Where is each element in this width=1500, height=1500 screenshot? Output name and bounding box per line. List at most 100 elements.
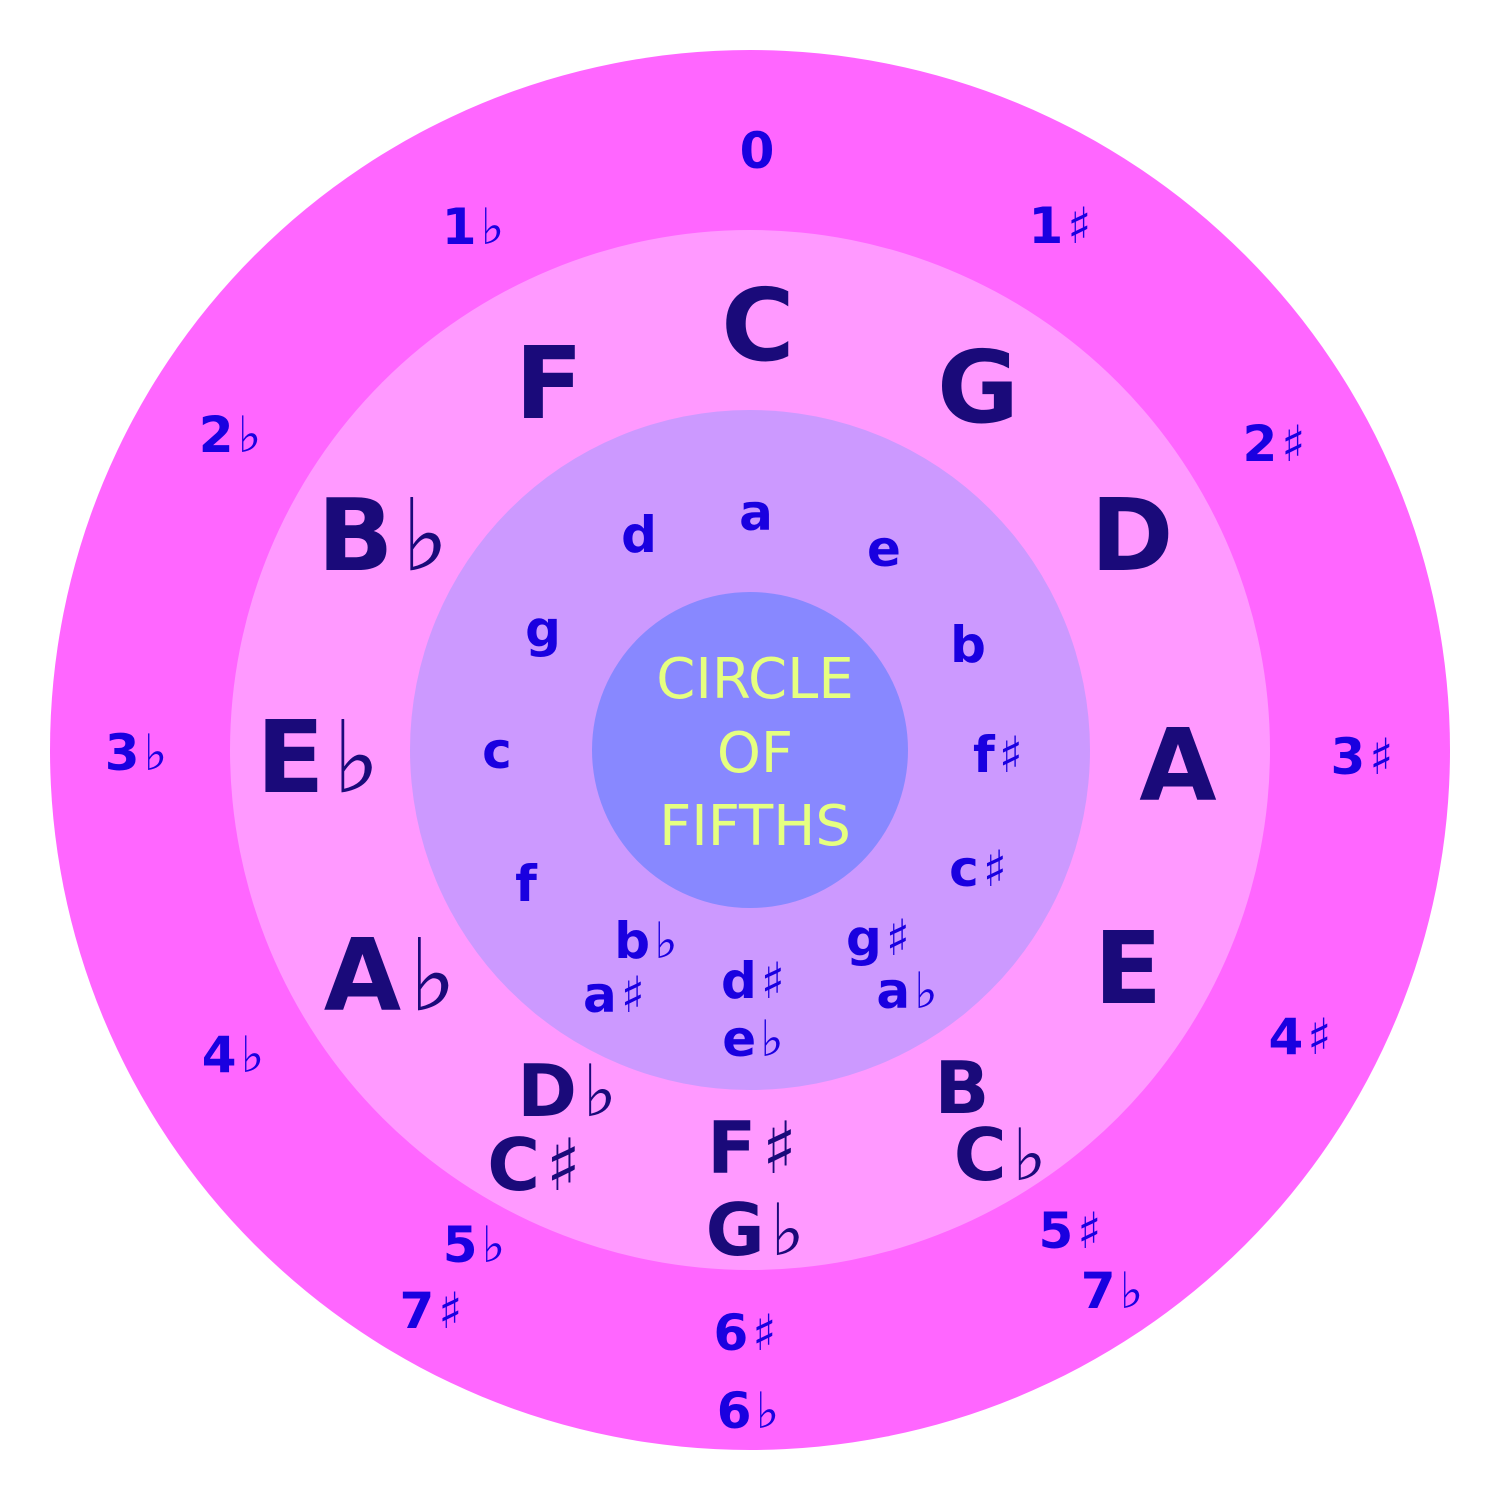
key-signature-count-0: 0	[740, 122, 775, 180]
minor-key-letter: e	[722, 1010, 756, 1068]
minor-key-letter: a	[739, 484, 773, 542]
key-signature-count-letter: 7	[1081, 1262, 1116, 1320]
minor-key-letter: a	[876, 962, 910, 1020]
key-labels: 01♯2♯3♯4♯5♯7♭6♯6♭5♭7♯4♭3♭2♭1♭CGDAEBC♭F♯G…	[105, 122, 1394, 1440]
minor-key-fs: f♯	[973, 726, 1023, 784]
major-key-Fs: F♯	[707, 1106, 797, 1190]
key-signature-count-accidental: ♭	[241, 1026, 265, 1084]
key-signature-count-3s: 3♯	[1331, 728, 1394, 786]
major-key-letter: F	[515, 325, 583, 442]
key-signature-count-letter: 3	[105, 724, 140, 782]
minor-key-accidental: ♯	[621, 966, 645, 1024]
key-signature-count-1b: 1♭	[442, 198, 504, 256]
minor-key-cs: c♯	[949, 840, 1007, 898]
key-signature-count-accidental: ♭	[238, 406, 262, 464]
major-key-letter: B	[317, 477, 393, 594]
minor-key-letter: d	[721, 952, 757, 1010]
minor-key-ds: d♯	[721, 952, 785, 1010]
key-signature-count-7s: 7♯	[400, 1282, 463, 1340]
major-key-D: D	[1090, 477, 1173, 594]
major-key-letter: A	[324, 917, 401, 1034]
key-signature-count-accidental: ♯	[752, 1304, 776, 1362]
key-signature-count-letter: 6	[717, 1382, 752, 1440]
major-key-accidental: ♭	[333, 699, 380, 816]
minor-key-e: e	[867, 520, 901, 578]
major-key-letter: E	[256, 699, 324, 816]
major-key-accidental: ♭	[770, 1188, 804, 1272]
key-signature-count-4b: 4♭	[202, 1026, 264, 1084]
major-key-letter: C	[954, 1113, 1007, 1197]
minor-key-letter: f	[973, 726, 996, 784]
major-key-E: E	[1094, 910, 1162, 1027]
major-key-letter: G	[706, 1188, 765, 1272]
major-key-Cb: C♭	[954, 1113, 1047, 1197]
minor-key-accidental: ♯	[999, 726, 1023, 784]
major-key-Gb: G♭	[706, 1188, 805, 1272]
major-key-letter: D	[1090, 477, 1173, 594]
center-title-line-1: CIRCLE	[656, 647, 853, 712]
key-signature-count-accidental: ♯	[438, 1282, 462, 1340]
key-signature-count-accidental: ♯	[1077, 1202, 1101, 1260]
minor-key-letter: f	[515, 855, 538, 913]
key-signature-count-1s: 1♯	[1029, 197, 1092, 255]
center-title-line-3: FIFTHS	[659, 794, 851, 859]
major-key-letter: G	[937, 329, 1019, 446]
minor-key-letter: c	[482, 722, 512, 780]
key-signature-count-4s: 4♯	[1269, 1008, 1332, 1066]
major-key-accidental: ♭	[1012, 1113, 1046, 1197]
key-signature-count-letter: 1	[442, 198, 477, 256]
major-key-Eb: E♭	[256, 699, 379, 816]
key-signature-count-accidental: ♭	[144, 724, 168, 782]
minor-key-g: g	[525, 600, 561, 658]
key-signature-count-accidental: ♯	[1307, 1008, 1331, 1066]
major-key-B: B	[935, 1046, 990, 1130]
key-signature-count-letter: 2	[1243, 415, 1278, 473]
major-key-accidental: ♭	[402, 477, 449, 594]
minor-key-gs: g♯	[846, 909, 910, 967]
key-signature-count-accidental: ♯	[1369, 728, 1393, 786]
minor-key-ab: a♭	[876, 962, 937, 1020]
minor-key-d: d	[621, 506, 657, 564]
major-key-accidental: ♯	[546, 1123, 581, 1207]
minor-key-letter: b	[950, 616, 986, 674]
major-key-letter: E	[1094, 910, 1162, 1027]
minor-key-c: c	[482, 722, 512, 780]
major-key-accidental: ♭	[583, 1049, 617, 1133]
major-key-F: F	[515, 325, 583, 442]
minor-key-bb: b♭	[614, 912, 677, 970]
key-signature-count-letter: 0	[740, 122, 775, 180]
minor-key-accidental: ♯	[761, 952, 785, 1010]
major-key-letter: F	[707, 1106, 756, 1190]
minor-key-accidental: ♯	[983, 840, 1007, 898]
key-signature-count-accidental: ♭	[482, 1216, 506, 1274]
key-signature-count-letter: 7	[400, 1282, 435, 1340]
minor-key-f: f	[515, 855, 538, 913]
center-title: CIRCLE OF FIFTHS	[656, 647, 853, 859]
minor-key-as: a♯	[583, 966, 645, 1024]
major-key-letter: C	[721, 267, 794, 384]
major-key-A: A	[1139, 707, 1216, 824]
minor-key-accidental: ♯	[886, 909, 910, 967]
major-key-C: C	[721, 267, 794, 384]
minor-key-letter: e	[867, 520, 901, 578]
key-signature-count-2s: 2♯	[1243, 415, 1306, 473]
key-signature-count-3b: 3♭	[105, 724, 167, 782]
minor-key-letter: g	[525, 600, 561, 658]
minor-key-letter: c	[949, 840, 979, 898]
major-key-Db: D♭	[517, 1049, 616, 1133]
minor-key-letter: a	[583, 966, 617, 1024]
center-title-line-2: OF	[717, 721, 793, 786]
key-signature-count-letter: 5	[443, 1216, 478, 1274]
key-signature-count-6s: 6♯	[714, 1304, 777, 1362]
key-signature-count-letter: 6	[714, 1304, 749, 1362]
center-disc	[592, 592, 908, 908]
minor-key-a: a	[739, 484, 773, 542]
key-signature-count-5b: 5♭	[443, 1216, 505, 1274]
major-key-letter: B	[935, 1046, 990, 1130]
major-key-G: G	[937, 329, 1019, 446]
minor-key-letter: g	[846, 909, 882, 967]
minor-key-accidental: ♭	[654, 912, 678, 970]
minor-key-letter: d	[621, 506, 657, 564]
